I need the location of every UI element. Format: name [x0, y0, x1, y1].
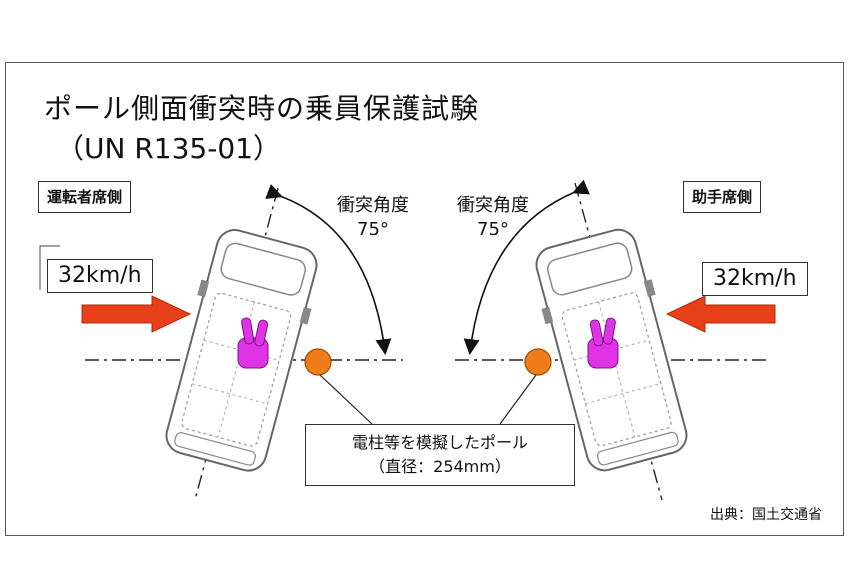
right-speed-box: 32km/h	[702, 262, 808, 296]
left-angle-value: 75°	[357, 219, 389, 240]
right-impact-arrow-icon	[665, 295, 776, 333]
source-credit: 出典：国土交通省	[710, 507, 822, 523]
passenger-side-label: 助手席側	[683, 181, 762, 213]
driver-side-label: 運転者席側	[38, 181, 132, 213]
left-dummy-icon	[237, 317, 269, 369]
right-pole-icon	[524, 348, 552, 376]
right-angle-value: 75°	[477, 219, 509, 240]
page-subtitle: （UN R135-01）	[56, 132, 281, 165]
left-pole-icon	[304, 348, 332, 376]
pole-description-box: 電柱等を模擬したポール （直径：254mm）	[305, 424, 575, 486]
left-pole-leader	[319, 374, 373, 425]
pole-description-line2: （直径：254mm）	[369, 457, 511, 476]
left-angle-label: 衝突角度	[337, 195, 409, 216]
left-speed-box: 32km/h	[47, 259, 153, 293]
right-dummy-icon	[587, 317, 619, 369]
left-angle-arc	[265, 183, 392, 356]
right-angle-arc	[463, 179, 590, 356]
page-title: ポール側面衝突時の乗員保護試験	[44, 92, 480, 125]
right-angle-label: 衝突角度	[457, 195, 529, 216]
speed-bracket	[39, 245, 60, 290]
left-impact-arrow-icon	[81, 295, 192, 333]
pole-description-line1: 電柱等を模擬したポール	[351, 433, 528, 452]
right-pole-leader	[499, 374, 537, 425]
